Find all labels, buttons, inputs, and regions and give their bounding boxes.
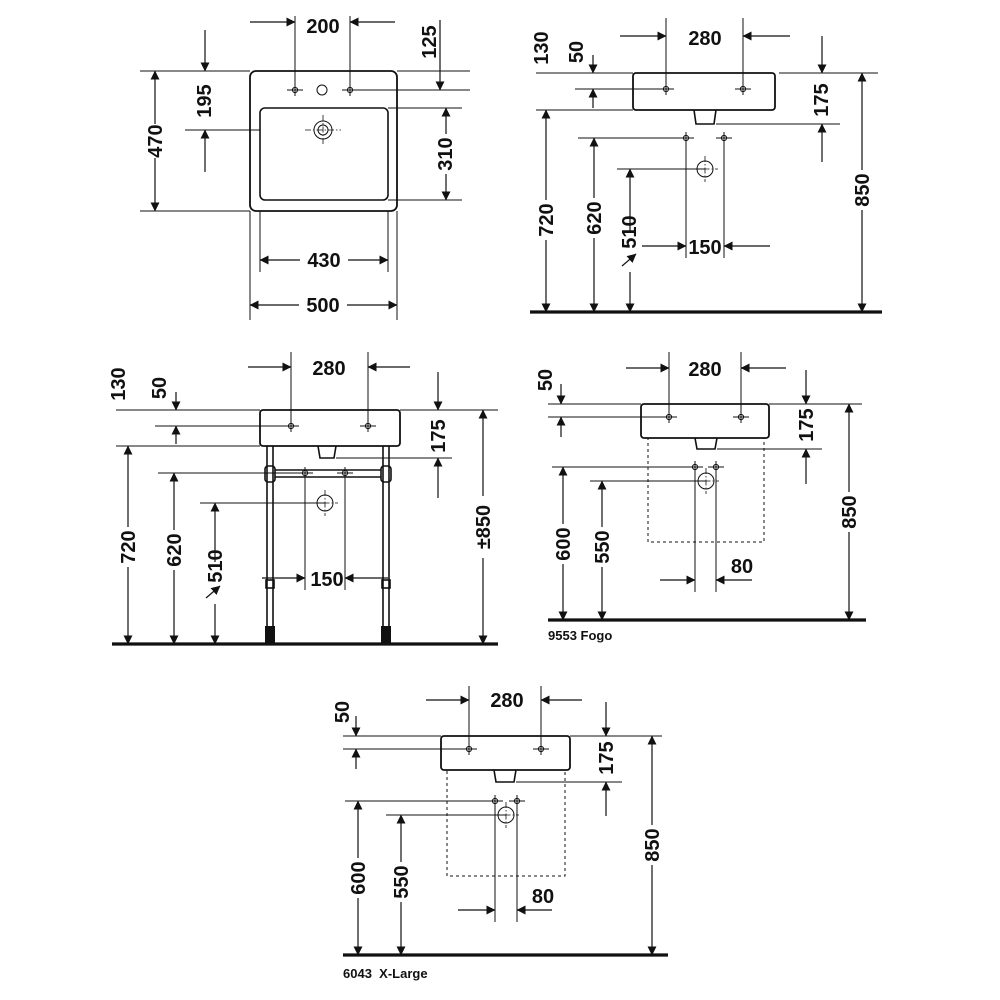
dim-80: 80	[731, 556, 753, 578]
dim-150: 150	[688, 237, 721, 259]
furniture-outline-dashed	[446, 769, 566, 877]
dim-50: 50	[332, 701, 354, 723]
dim-50: 50	[149, 377, 171, 399]
caption-xlarge: 6043 X-Large	[343, 966, 428, 981]
dim-50: 50	[566, 41, 588, 63]
bowl-outline	[259, 107, 389, 201]
dim-175: 175	[811, 83, 833, 116]
dim-50: 50	[535, 369, 557, 391]
dim-80: 80	[532, 886, 554, 908]
fogo-front-view: 280 50 175 850 600 550 80	[535, 352, 866, 643]
dim-280: 280	[688, 28, 721, 50]
dim-850: 850	[642, 828, 664, 861]
dim-bowl-width: 430	[307, 250, 340, 272]
basin-front-outline	[259, 409, 401, 447]
basin-outlet	[694, 437, 718, 450]
basin-outlet	[693, 109, 717, 125]
basin-outline	[249, 70, 398, 212]
basin-front-outline	[440, 735, 571, 771]
dim-600: 600	[348, 861, 370, 894]
dim-bowl-offset: 195	[194, 84, 216, 117]
dim-280: 280	[312, 358, 345, 380]
wall-mounted-front-view: 280 130 50 175 850 720 620	[530, 18, 882, 314]
dim-620: 620	[164, 533, 186, 566]
caption-fogo: 9553 Fogo	[548, 628, 612, 643]
dim-620: 620	[584, 201, 606, 234]
basin-outlet	[493, 769, 517, 783]
basin-front-outline	[640, 403, 770, 439]
dim-tap-spacing: 200	[306, 16, 339, 38]
dim-600: 600	[553, 527, 575, 560]
dim-130: 130	[108, 367, 130, 400]
dim-280: 280	[688, 359, 721, 381]
dim-175: 175	[428, 419, 450, 452]
basin-top-view: 200 125 470 195 310 430	[140, 16, 470, 320]
dim-720: 720	[536, 203, 558, 236]
dim-720: 720	[118, 530, 140, 563]
dim-width: 500	[306, 295, 339, 317]
basin-outlet	[317, 445, 337, 459]
tap-hole-center-icon	[316, 84, 328, 96]
dim-850: 850	[852, 173, 874, 206]
dim-550: 550	[391, 865, 413, 898]
furniture-outline-dashed	[647, 437, 765, 543]
dim-850: 850	[839, 495, 861, 528]
dim-150: 150	[310, 569, 343, 591]
frame-mounted-front-view: 280 130 50 175 ±850 720 620	[108, 352, 498, 646]
dim-510: 510	[205, 549, 227, 582]
dim-depth: 470	[145, 124, 167, 157]
dim-280: 280	[490, 690, 523, 712]
dim-550: 550	[592, 530, 614, 563]
dim-bowl-depth: 310	[435, 137, 457, 170]
dim-510: 510	[619, 215, 641, 248]
basin-front-outline	[632, 72, 776, 111]
dim-tap-offset: 125	[419, 25, 441, 58]
metal-frame	[264, 446, 392, 644]
dim-175: 175	[596, 741, 618, 774]
xlarge-front-view: 280 50 175 850 600 550 80	[332, 686, 668, 981]
dim-850: ±850	[473, 505, 495, 549]
dim-130: 130	[531, 31, 553, 64]
dim-175: 175	[796, 408, 818, 441]
